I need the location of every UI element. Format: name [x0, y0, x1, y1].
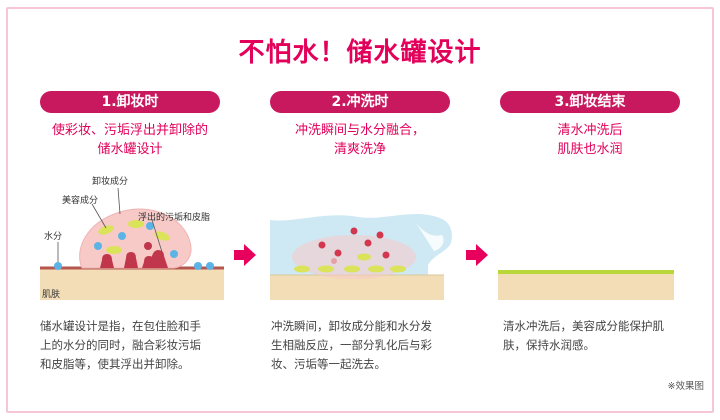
dirt-particle [376, 231, 384, 239]
beauty-ingredient [344, 265, 360, 273]
step-3-description: 清水冲洗后，美容成分能保护肌 肤，保持水润感。 [503, 317, 664, 355]
step-2-subtitle: 冲洗瞬间与水分融合， 清爽洗净 [260, 121, 460, 159]
step-2-label: 2.冲洗时 [270, 91, 450, 113]
page-title: 不怕水！储水罐设计 [238, 38, 482, 68]
dirt-particle [144, 242, 152, 250]
label-dirt: 浮出的污垢和皮脂 [138, 213, 211, 223]
beauty-ingredient [128, 220, 144, 228]
beauty-ingredient [357, 253, 371, 261]
step-2-description-line-3: 妆、污垢等一起洗去。 [271, 357, 386, 371]
beauty-ingredient [98, 225, 114, 235]
water-particle [94, 242, 102, 250]
dirt-particle [318, 241, 326, 249]
step-3-diagram [498, 270, 674, 300]
water-splash [416, 223, 444, 251]
step-3-subtitle-line-1: 清水冲洗后 [557, 123, 623, 138]
step-1-subtitle-line-1: 使彩妆、污垢浮出并卸除的 [51, 123, 208, 138]
water-particle [54, 262, 62, 270]
step-2-subtitle-line-1: 冲洗瞬间与水分融合， [294, 123, 425, 138]
step-1-label: 1.卸妆时 [40, 91, 220, 113]
step-1-description-line-1: 储水罐设计是指，在包住脸和手 [40, 319, 201, 333]
step-1-description: 储水罐设计是指，在包住脸和手 上的水分的同时，融合彩妆污垢 和皮脂等，使其浮出并… [40, 317, 201, 374]
dirt-particle [382, 251, 390, 259]
dirt-particle [100, 254, 114, 268]
dirt-particle [124, 252, 138, 268]
beauty-ingredient [154, 231, 170, 241]
beauty-ingredient-film [498, 270, 674, 274]
step-1-description-line-2: 上的水分的同时，融合彩妆污垢 [40, 338, 201, 352]
water-particle [146, 222, 154, 230]
beauty-leader-line [91, 203, 107, 229]
step-3-subtitle-line-2: 肌肤也水润 [557, 142, 623, 157]
content-frame [6, 7, 714, 413]
skin-layer [498, 272, 674, 300]
step-3-subtitle: 清水冲洗后 肌肤也水润 [490, 121, 690, 159]
dirt-particle [334, 249, 342, 257]
water-particle [194, 262, 202, 270]
step-2-description: 冲洗瞬间，卸妆成分能和水分发 生相融反应，一部分乳化后与彩 妆、污垢等一起洗去。 [271, 317, 432, 374]
beauty-ingredient [368, 265, 384, 273]
makeup-leader-line [117, 187, 121, 215]
step-1-subtitle: 使彩妆、污垢浮出并卸除的 储水罐设计 [30, 121, 230, 159]
step-2-diagram [270, 214, 452, 300]
dirt-leader-line [151, 219, 163, 253]
dirt-particle [331, 258, 337, 264]
step-1-description-line-3: 和皮脂等，使其浮出并卸除。 [40, 357, 190, 371]
step-3-description-line-2: 肤，保持水润感。 [503, 338, 595, 352]
label-makeup: 卸妆成分 [92, 177, 129, 187]
step-3-label: 3.卸妆结束 [500, 91, 680, 113]
dirt-particle [148, 250, 168, 268]
water-particle [118, 232, 126, 240]
skin-layer [40, 268, 224, 300]
label-skin: 肌肤 [42, 290, 61, 300]
illustration-note: ※效果图 [667, 381, 704, 392]
dirt-particle [364, 239, 372, 247]
water-particle [170, 250, 178, 258]
dirt-particle [350, 227, 358, 235]
beauty-ingredient [106, 246, 122, 254]
label-beauty: 美容成分 [62, 196, 99, 206]
beauty-ingredient [390, 265, 406, 273]
beauty-ingredient [318, 265, 334, 273]
step-2-description-line-2: 生相融反应，一部分乳化后与彩 [271, 338, 432, 352]
step-3-description-line-1: 清水冲洗后，美容成分能保护肌 [503, 319, 664, 333]
arrow-right-icon [234, 244, 256, 266]
step-1-subtitle-line-2: 储水罐设计 [97, 142, 163, 157]
skin-layer [270, 275, 444, 300]
step-1-diagram [40, 187, 224, 300]
water-particle [206, 262, 214, 270]
arrow-right-icon [466, 244, 488, 266]
step-2-description-line-1: 冲洗瞬间，卸妆成分能和水分发 [271, 319, 432, 333]
label-water: 水分 [44, 232, 63, 242]
step-2-subtitle-line-2: 清爽洗净 [333, 142, 386, 157]
beauty-ingredient [294, 265, 310, 273]
